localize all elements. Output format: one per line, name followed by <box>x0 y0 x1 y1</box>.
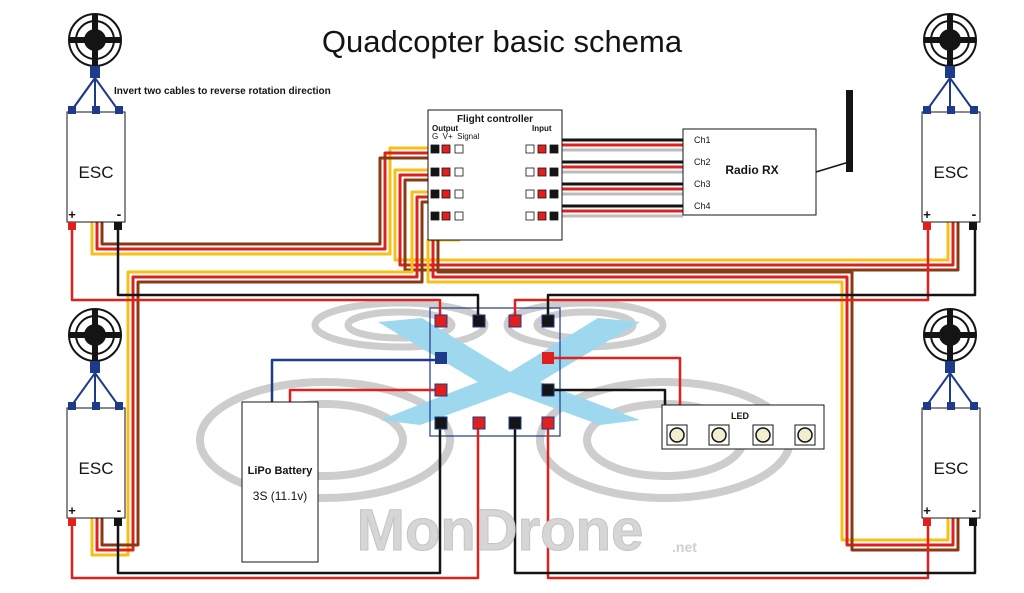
motors <box>68 13 977 406</box>
wire-esc1-power <box>95 151 444 251</box>
led-light-3 <box>752 424 774 446</box>
wire-esc3-battery-minus <box>116 425 442 575</box>
wire-esc1-ground <box>100 156 435 246</box>
wire-esc2-ground <box>403 178 960 272</box>
esc-plus-label: + <box>68 207 76 222</box>
wire-esc3-signal <box>90 190 459 557</box>
propeller-outline-bottom-left <box>196 378 454 502</box>
esc-plus-label: + <box>68 503 76 518</box>
page-title: Quadcopter basic schema <box>322 24 683 59</box>
esc-label: ESC <box>934 459 969 478</box>
wire-esc2-battery-plus <box>513 228 930 320</box>
esc-label: ESC <box>79 163 114 182</box>
wire-led-plus <box>548 356 682 410</box>
wire-esc3-power <box>95 195 444 552</box>
battery-label: LiPo Battery <box>248 465 314 477</box>
esc-top-right: ESC + - <box>921 106 981 230</box>
watermark: MonDrone .net <box>356 498 697 564</box>
receiver-channel-3: Ch3 <box>694 179 711 189</box>
receiver-channel-2: Ch2 <box>694 157 711 167</box>
wire-esc2-signal <box>393 168 950 262</box>
motor-top-right <box>923 13 977 111</box>
flight-controller-output-label: Output <box>432 124 459 133</box>
wire-battery-plus <box>288 388 440 402</box>
esc-bottom-right: ESC + - <box>921 402 981 526</box>
wire-esc4-battery-plus <box>546 425 930 580</box>
esc-top-left: ESC + - <box>66 106 126 230</box>
wire-esc1-battery-minus <box>116 228 480 320</box>
led-strip: LED <box>661 404 825 450</box>
esc-minus-label: - <box>117 206 122 222</box>
wire-esc1-battery-plus <box>70 228 442 320</box>
battery-spec: 3S (11.1v) <box>253 489 307 503</box>
wire-esc1-signal <box>90 146 459 256</box>
wire-esc3-ground <box>100 200 435 547</box>
flight-controller-input-label: Input <box>532 124 552 133</box>
wire-esc4-ground <box>436 218 960 552</box>
motor-bottom-left <box>68 308 122 406</box>
watermark-suffix: .net <box>672 539 697 555</box>
lipo-battery: LiPo Battery 3S (11.1v) <box>241 401 319 563</box>
receiver-channel-4: Ch4 <box>694 201 711 211</box>
flight-controller-title: Flight controller <box>457 114 533 125</box>
frame-center-plate <box>429 307 561 437</box>
flight-controller-pin-labels: G V+ Signal <box>432 132 480 141</box>
watermark-name: MonDrone <box>357 498 644 563</box>
flight-controller-input-pins <box>525 144 559 221</box>
flight-controller-output-pins <box>430 144 464 221</box>
radio-receiver: Radio RX Ch1 Ch2 Ch3 Ch4 <box>682 90 853 216</box>
esc-bottom-left: ESC + - <box>66 402 126 526</box>
wire-battery-minus <box>270 358 440 402</box>
motor-bottom-right <box>923 308 977 406</box>
power-distribution-pads <box>434 314 555 430</box>
wires <box>70 138 977 580</box>
led-label: LED <box>731 411 750 421</box>
motor-top-left <box>68 13 122 111</box>
flight-controller: Flight controller Output G V+ Signal Inp… <box>427 109 563 241</box>
esc-label: ESC <box>934 163 969 182</box>
esc-plus-label: + <box>923 503 931 518</box>
wire-esc3-battery-plus <box>70 425 480 580</box>
wire-esc2-power <box>398 173 955 267</box>
wire-esc4-power <box>431 218 955 547</box>
led-light-4 <box>794 424 816 446</box>
led-light-1 <box>666 424 688 446</box>
wire-esc4-battery-minus <box>513 425 977 575</box>
esc-label: ESC <box>79 459 114 478</box>
esc-minus-label: - <box>972 206 977 222</box>
radio-receiver-label: Radio RX <box>725 163 778 177</box>
antenna <box>846 90 853 172</box>
led-light-2 <box>708 424 730 446</box>
wire-esc2-battery-minus <box>546 228 977 320</box>
esc-minus-label: - <box>117 502 122 518</box>
wire-led-minus <box>548 388 667 410</box>
esc-minus-label: - <box>972 502 977 518</box>
frame-arm <box>378 318 640 425</box>
rotation-note: Invert two cables to reverse rotation di… <box>114 86 331 97</box>
esc-plus-label: + <box>923 207 931 222</box>
receiver-channel-1: Ch1 <box>694 135 711 145</box>
